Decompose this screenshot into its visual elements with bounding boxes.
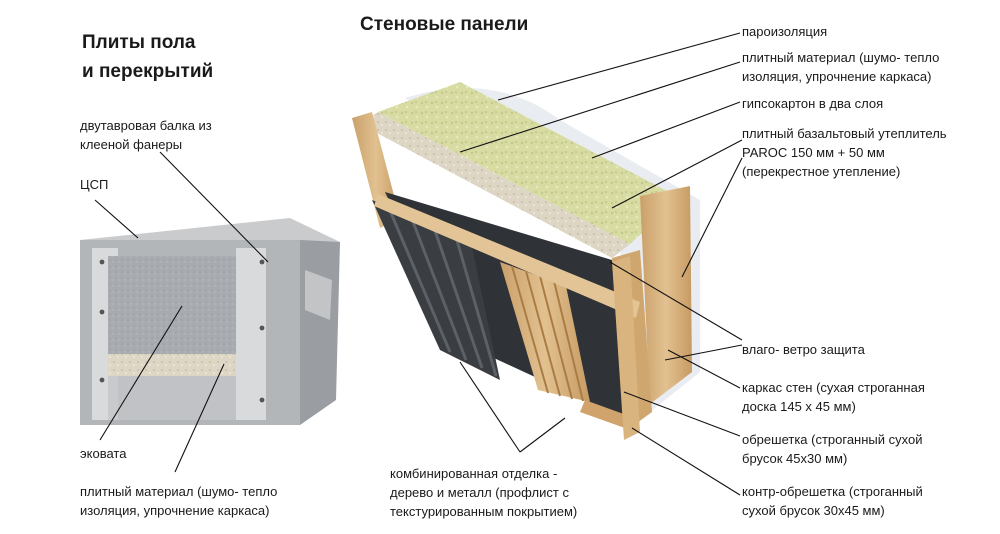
label-finish-line-1: комбинированная отделка - [390, 466, 558, 481]
leader-basalt-a [611, 139, 743, 209]
label-beam-line-1: двутавровая балка из [80, 118, 212, 133]
label-moisture: влаго- ветро защита [742, 340, 865, 359]
label-vapor: пароизоляция [742, 22, 827, 41]
label-basalt-line-2: PAROC 150 мм + 50 мм [742, 145, 885, 160]
floor-title: Плиты пола и перекрытий [82, 28, 213, 86]
label-beam: двутавровая балка из клееной фанеры [80, 116, 212, 154]
label-beam-line-2: клееной фанеры [80, 137, 183, 152]
leader-wall-plate [459, 61, 741, 153]
label-floor-plate-line-2: изоляция, упрочнение каркаса) [80, 503, 270, 518]
leader-floor-plate [174, 363, 225, 473]
leader-lines [94, 32, 743, 496]
label-basalt-line-1: плитный базальтовый утеплитель [742, 126, 947, 141]
label-wall-plate: плитный материал (шумо- тепло изоляция, … [742, 48, 939, 86]
leader-ecowool [99, 305, 183, 441]
label-lathing-line-1: обрешетка (строганный сухой [742, 432, 923, 447]
label-frame: каркас стен (сухая строганная доска 145 … [742, 378, 925, 416]
label-ecowool: эковата [80, 444, 126, 463]
label-counter-line-2: сухой брусок 30х45 мм) [742, 503, 885, 518]
leader-counter [631, 427, 741, 496]
label-frame-line-1: каркас стен (сухая строганная [742, 380, 925, 395]
label-basalt: плитный базальтовый утеплитель PAROC 150… [742, 124, 947, 181]
floor-title-line-2: и перекрытий [82, 61, 214, 82]
label-csp: ЦСП [80, 175, 108, 194]
label-moisture-line-1: влаго- ветро защита [742, 342, 865, 357]
leader-finish-b [519, 417, 566, 453]
floor-slab-illustration [80, 218, 340, 425]
label-finish-line-2: дерево и металл (профлист с [390, 485, 569, 500]
leader-drywall [591, 101, 741, 159]
leader-moisture-b [664, 344, 743, 361]
wall-panel-illustration [352, 82, 700, 440]
label-csp-line-1: ЦСП [80, 177, 109, 192]
label-lathing: обрешетка (строганный сухой брусок 45х30… [742, 430, 922, 468]
label-drywall-line-1: гипсокартон в два слоя [742, 96, 884, 111]
label-finish: комбинированная отделка - дерево и метал… [390, 464, 577, 521]
leader-vapor [497, 32, 741, 101]
wall-title: Стеновые панели [360, 14, 529, 35]
label-counter: контр-обрешетка (строганный сухой брусок… [742, 482, 923, 520]
label-lathing-line-2: брусок 45х30 мм) [742, 451, 848, 466]
label-ecowool-line-1: эковата [80, 446, 127, 461]
floor-title-line-1: Плиты пола [82, 32, 196, 53]
label-frame-line-2: доска 145 х 45 мм) [742, 399, 856, 414]
label-finish-line-3: текстурированным покрытием) [390, 504, 578, 519]
label-vapor-line-1: пароизоляция [742, 24, 828, 39]
label-counter-line-1: контр-обрешетка (строганный [742, 484, 923, 499]
leader-csp [94, 199, 139, 239]
leader-moisture-a [609, 261, 743, 341]
leader-frame [667, 349, 741, 389]
leader-lathing [623, 391, 741, 437]
label-basalt-line-3: (перекрестное утепление) [742, 164, 901, 179]
label-wall-plate-line-1: плитный материал (шумо- тепло [742, 50, 940, 65]
label-floor-plate: плитный материал (шумо- тепло изоляция, … [80, 482, 277, 520]
label-wall-plate-line-2: изоляция, упрочнение каркаса) [742, 69, 932, 84]
leader-beam [159, 151, 269, 263]
leader-basalt-b [681, 157, 743, 278]
label-floor-plate-line-1: плитный материал (шумо- тепло [80, 484, 278, 499]
label-drywall: гипсокартон в два слоя [742, 94, 883, 113]
leader-finish-a [459, 361, 521, 453]
